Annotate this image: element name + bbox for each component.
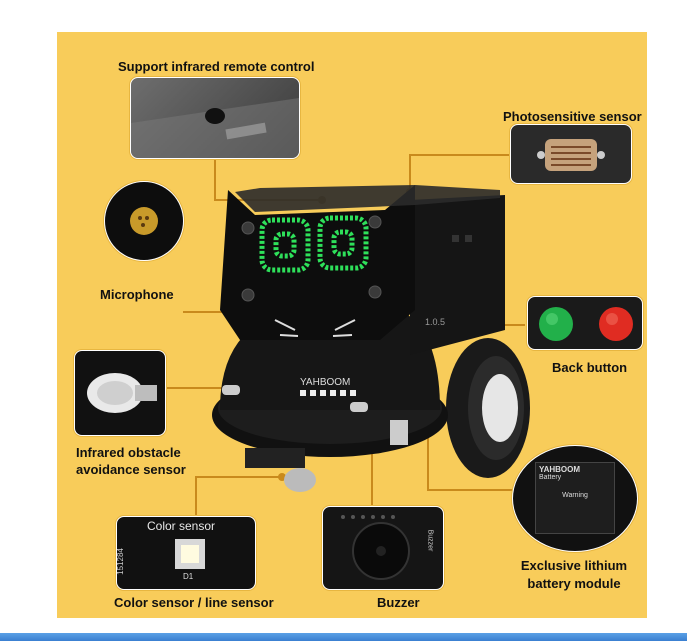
label-battery-line2: battery module [527,576,621,591]
battery-title: Battery [539,474,562,481]
microphone-inset [104,181,184,261]
label-ir-obstacle-line2: avoidance sensor [76,462,186,477]
label-color-sensor: Color sensor / line sensor [114,595,274,610]
buzzer-inset: Buzzer [322,506,444,590]
label-buzzer: Buzzer [377,595,420,610]
leader-color-sensor [195,476,282,515]
color-sensor-title: Color sensor [147,519,216,533]
label-back-button: Back button [552,360,628,375]
photosensitive-inset [510,124,632,184]
svg-text:YAHBOOM: YAHBOOM [300,377,350,388]
svg-text:1.0.5: 1.0.5 [425,317,445,327]
robot-image: YAHBOOM 1.0.5 [212,185,530,492]
battery-warning: Warning [562,492,588,499]
label-battery-line1: Exclusive lithium [520,558,628,573]
ir-remote-inset [130,77,300,159]
label-ir-obstacle-line1: Infrared obstacle [76,445,181,460]
battery-inset: YAHBOOM Battery Warning [512,445,638,552]
right-wheel [446,338,530,478]
label-microphone: Microphone [100,287,174,302]
bottom-bar [0,633,687,641]
label-photosensitive: Photosensitive sensor [503,109,642,124]
back-button-inset [527,296,643,350]
ir-obstacle-inset [74,350,166,436]
label-ir-remote: Support infrared remote control [118,59,315,74]
color-sensor-inset: Color sensor 151284 D1 [116,516,256,590]
robot-head-side [410,195,505,355]
leader-photosensitive [409,154,510,192]
battery-brand: YAHBOOM [539,465,581,474]
color-sensor-chip: D1 [183,572,194,581]
buzzer-mark: Buzzer [426,529,434,552]
led-eyes [259,215,369,273]
